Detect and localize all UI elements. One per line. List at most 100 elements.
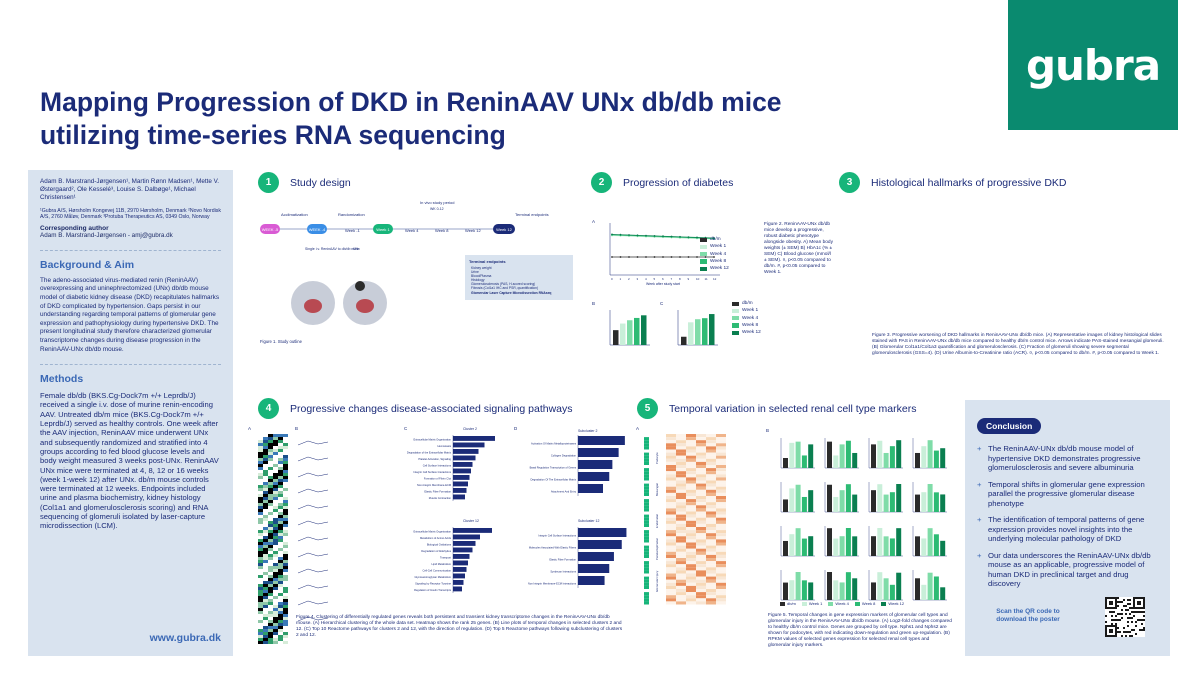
- heatmap-cell: [283, 461, 288, 464]
- pathway-bar: [453, 455, 476, 461]
- heatmap-cell: [268, 605, 273, 608]
- figure-2-caption: Figure 2. ReninAAV-UNx db/db mice develo…: [764, 222, 833, 275]
- heatmap-cell: [716, 514, 726, 518]
- heatmap-cell: [278, 548, 283, 551]
- heatmap-cell: [686, 483, 696, 487]
- section-3-header: 3 Histological hallmarks of progressive …: [839, 172, 1067, 193]
- heatmap-cell: [278, 572, 283, 575]
- qr-module: [1143, 611, 1145, 613]
- heatmap-cell: [258, 608, 263, 611]
- heatmap-cell: [283, 488, 288, 491]
- heatmap-cell: [696, 502, 706, 506]
- bar: [883, 494, 889, 512]
- qr-module: [1137, 619, 1139, 621]
- heatmap-cell: [268, 491, 273, 494]
- section-number: 2: [591, 172, 612, 193]
- heatmap-cell: [676, 564, 686, 568]
- heatmap-cell: [278, 446, 283, 449]
- bar: [827, 528, 832, 556]
- qr-finder: [1109, 629, 1113, 633]
- heatmap-cell: [283, 530, 288, 533]
- heatmap-cell: [273, 470, 278, 473]
- subcluster-2-bars: Activation Of Matrix MetalloproteinasesC…: [530, 435, 625, 496]
- heatmap-cell: [716, 564, 726, 568]
- tick-label: 12: [713, 277, 717, 281]
- heatmap-cell: [283, 593, 288, 596]
- legend-label: Week 4: [835, 601, 849, 606]
- heatmap-cell: [273, 509, 278, 512]
- heatmap-cell: [258, 611, 263, 614]
- heatmap-cell: [263, 578, 268, 581]
- heatmap-cell: [686, 579, 696, 583]
- heatmap-cell: [258, 575, 263, 578]
- heatmap-cell: [263, 587, 268, 590]
- qr-code-icon[interactable]: [1105, 597, 1145, 637]
- heatmap-cell: [283, 437, 288, 440]
- group-annotation: [644, 551, 649, 555]
- heatmap-cell: [283, 626, 288, 629]
- bar: [839, 536, 845, 556]
- heatmap-cell: [268, 437, 273, 440]
- bar: [877, 440, 883, 468]
- heatmap-cell: [716, 595, 726, 599]
- heatmap-cell: [666, 523, 676, 527]
- heatmap-cell: [696, 496, 706, 500]
- heatmap-cell: [268, 434, 273, 437]
- bar: [839, 582, 845, 600]
- week-marker: [373, 224, 393, 234]
- heatmap-cell: [258, 500, 263, 503]
- heatmap-cell: [283, 473, 288, 476]
- heatmap-cell: [268, 626, 273, 629]
- heatmap-cell: [273, 620, 278, 623]
- pathway-label: Biological Oxidations: [427, 543, 452, 547]
- heatmap-cell: [273, 446, 278, 449]
- heatmap-cell: [273, 434, 278, 437]
- qr-module: [1125, 609, 1127, 611]
- heatmap-cell: [666, 480, 676, 484]
- heatmap-cell: [706, 508, 716, 512]
- heatmap-cell: [273, 536, 278, 539]
- heatmap-cell: [716, 480, 726, 484]
- bar: [801, 580, 807, 600]
- heatmap-cell: [706, 570, 716, 574]
- group-annotation: [644, 471, 649, 475]
- period-label: In vivo study period: [420, 200, 454, 205]
- group-label: Podocyte: [655, 452, 659, 464]
- heatmap-cell: [268, 542, 273, 545]
- heatmap-cell: [283, 500, 288, 503]
- heatmap-cell: [263, 626, 268, 629]
- heatmap-cell: [278, 620, 283, 623]
- heatmap-cell: [278, 512, 283, 515]
- group-label: Glomerular injury: [655, 570, 659, 592]
- heatmap-cell: [706, 601, 716, 605]
- heatmap-cell: [273, 533, 278, 536]
- heatmap-cell: [273, 455, 278, 458]
- heatmap-cell: [278, 485, 283, 488]
- qr-module: [1119, 631, 1121, 633]
- heatmap-cell: [666, 558, 676, 562]
- legend-label: Week 8: [710, 258, 727, 264]
- website-link[interactable]: www.gubra.dk: [149, 632, 221, 644]
- section-title: Progressive changes disease-associated s…: [290, 402, 573, 415]
- heatmap-cell: [706, 486, 716, 490]
- heatmap-cell: [706, 511, 716, 515]
- heatmap-cell: [283, 482, 288, 485]
- heatmap-cell: [278, 560, 283, 563]
- bar: [833, 538, 839, 556]
- heatmap-cell: [258, 569, 263, 572]
- heatmap-cell: [676, 576, 686, 580]
- bar: [896, 440, 902, 468]
- heatmap-cell: [283, 479, 288, 482]
- heatmap-cell: [706, 480, 716, 484]
- heatmap-cell: [263, 455, 268, 458]
- group-annotation: [644, 520, 649, 524]
- heatmap-cell: [278, 434, 283, 437]
- heatmap-cell: [278, 599, 283, 602]
- heatmap-cell: [273, 488, 278, 491]
- heatmap-cell: [696, 483, 706, 487]
- bar: [852, 494, 858, 512]
- qr-module: [1123, 599, 1125, 601]
- heatmap-cell: [258, 626, 263, 629]
- bar: [702, 318, 708, 345]
- group-annotation: [644, 514, 649, 518]
